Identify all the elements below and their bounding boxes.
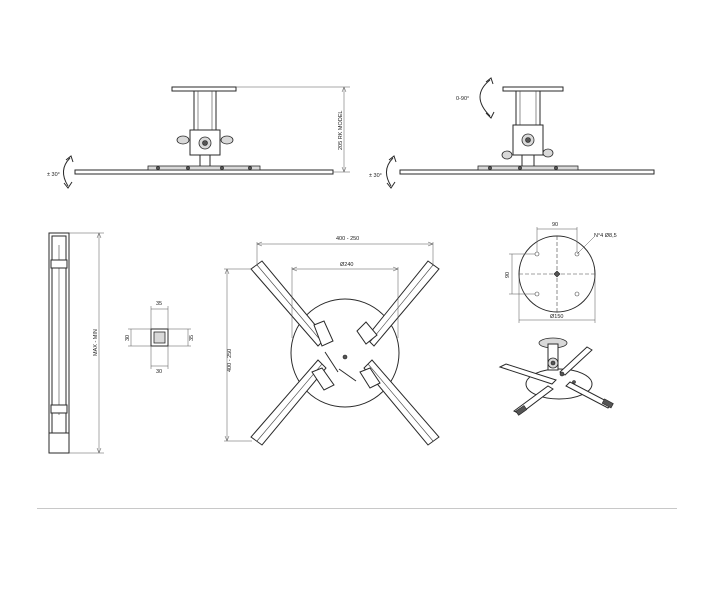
arm-span-label: 400 - 250 xyxy=(336,236,359,242)
extension-tube-view: MAX - MIN xyxy=(48,232,104,454)
arm-top-left xyxy=(250,260,334,347)
plate-90-side-label: 90 xyxy=(505,272,511,278)
footer-divider xyxy=(37,508,677,509)
tube-top-label: 35 xyxy=(156,301,162,307)
tube-length-label: MAX - MIN xyxy=(93,329,99,356)
plate-holes-label: N°4 Ø8,5 xyxy=(594,233,617,239)
tilt-left-label: ± 30° xyxy=(47,172,60,178)
arm-bottom-right xyxy=(359,359,440,446)
isometric-view xyxy=(498,337,614,416)
side-elevation-view: 0-90° ± 30° xyxy=(369,77,655,189)
tube-bottom-label: 30 xyxy=(156,369,162,375)
tube-right-label: 35 xyxy=(189,335,195,341)
plate-150-label: Ø150 xyxy=(550,314,563,320)
swivel-label: 0-90° xyxy=(456,96,469,102)
tube-section-view: 35 30 35 30 xyxy=(125,301,195,375)
diameter-240-label: Ø240 xyxy=(340,262,353,268)
bracket-plan-view: 400 - 250 Ø240 400 - 250 xyxy=(224,236,440,446)
tube-left-label: 30 xyxy=(125,335,131,341)
plate-90-top-label: 90 xyxy=(552,222,558,228)
tilt-right-label: ± 30° xyxy=(369,173,382,179)
ceiling-plate-view: 90 90 N°4 Ø8,5 Ø150 xyxy=(505,222,617,323)
arm-bottom-left xyxy=(250,359,335,446)
arm-span-vertical-label: 400 - 250 xyxy=(227,349,233,372)
model-height-label: 205 RK MODEL xyxy=(338,111,344,150)
front-elevation-view: 205 RK MODEL ± 30° xyxy=(47,86,350,189)
arm-top-right xyxy=(356,260,440,347)
